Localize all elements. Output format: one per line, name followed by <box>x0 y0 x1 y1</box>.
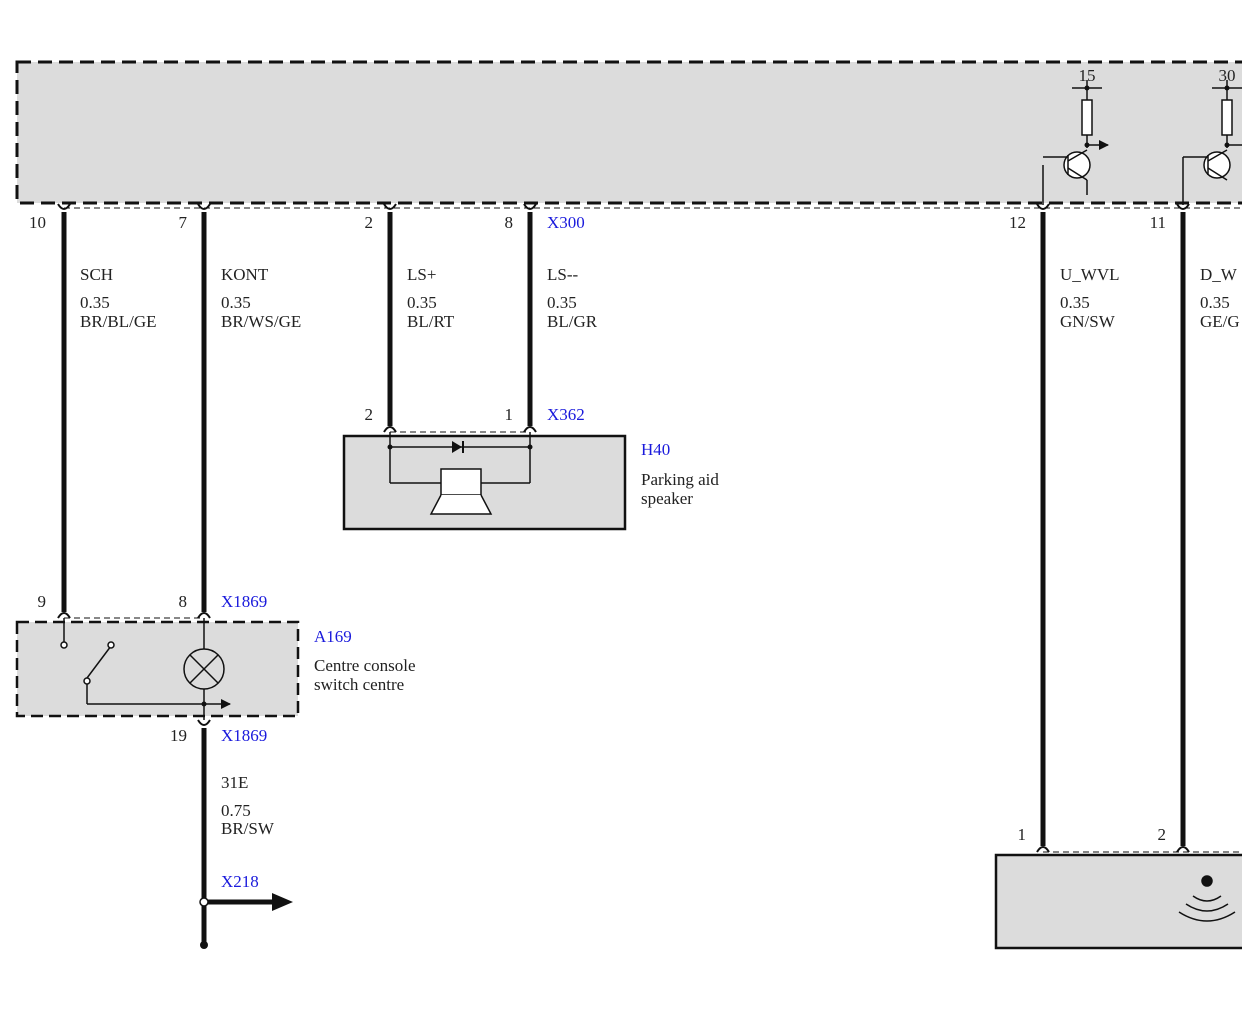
connector-x362: X362 <box>547 405 585 424</box>
svg-text:0.35: 0.35 <box>221 293 251 312</box>
speaker-pin-1: 1 <box>505 405 514 424</box>
pin-8: 8 <box>505 213 514 232</box>
wire-label-d-wvl: D_W 0.35 GE/G <box>1200 265 1240 331</box>
sensor-pin-1: 1 <box>1018 825 1027 844</box>
svg-text:KONT: KONT <box>221 265 269 284</box>
sensor-pin-2: 2 <box>1158 825 1167 844</box>
connector-hooks <box>57 203 1190 853</box>
junction-dot <box>1084 85 1090 91</box>
sensor-box <box>994 851 1242 950</box>
terminal-30-label: 30 <box>1219 66 1236 85</box>
wires <box>61 212 1186 945</box>
control-module <box>15 60 1242 209</box>
svg-text:0.35: 0.35 <box>547 293 577 312</box>
svg-text:31E: 31E <box>221 773 248 792</box>
svg-text:LS--: LS-- <box>547 265 579 284</box>
svg-text:LS+: LS+ <box>407 265 436 284</box>
switch-name-2: switch centre <box>314 675 404 694</box>
speaker-pin-2: 2 <box>365 405 374 424</box>
svg-text:GE/G: GE/G <box>1200 312 1240 331</box>
svg-text:BR/SW: BR/SW <box>221 819 275 838</box>
wire-label-ls-minus: LS-- 0.35 BL/GR <box>547 265 598 331</box>
svg-text:BR/BL/GE: BR/BL/GE <box>80 312 157 331</box>
switch-pin-9: 9 <box>38 592 47 611</box>
junction-dot <box>1224 85 1230 91</box>
svg-text:U_WVL: U_WVL <box>1060 265 1119 284</box>
pin-11: 11 <box>1150 213 1166 232</box>
svg-text:0.35: 0.35 <box>407 293 437 312</box>
svg-text:BL/GR: BL/GR <box>547 312 598 331</box>
speaker-name-1: Parking aid <box>641 470 719 489</box>
connector-x1869-bottom: X1869 <box>221 726 267 745</box>
ultrasonic-icon <box>1178 875 1236 922</box>
switch-pin-19: 19 <box>170 726 187 745</box>
pin-7: 7 <box>179 213 188 232</box>
svg-text:0.35: 0.35 <box>80 293 110 312</box>
connector-x1869-top: X1869 <box>221 592 267 611</box>
pin-12: 12 <box>1009 213 1026 232</box>
svg-text:0.35: 0.35 <box>1060 293 1090 312</box>
svg-text:0.35: 0.35 <box>1200 293 1230 312</box>
wire-label-sch: SCH 0.35 BR/BL/GE <box>80 265 157 331</box>
diode-icon <box>452 441 464 453</box>
junction-dot <box>1084 142 1090 148</box>
wire-label-ls-plus: LS+ 0.35 BL/RT <box>407 265 455 331</box>
svg-text:0.75: 0.75 <box>221 801 251 820</box>
terminal-15-label: 15 <box>1079 66 1096 85</box>
svg-text:GN/SW: GN/SW <box>1060 312 1116 331</box>
svg-text:SCH: SCH <box>80 265 113 284</box>
switch-pin-8: 8 <box>179 592 188 611</box>
wire-label-kont: KONT 0.35 BR/WS/GE <box>221 265 301 331</box>
pin-2: 2 <box>365 213 374 232</box>
pin-10: 10 <box>29 213 46 232</box>
wire-label-31e: 31E 0.75 BR/SW <box>221 773 275 838</box>
lamp-icon <box>183 648 225 690</box>
speaker-id: H40 <box>641 440 670 459</box>
svg-text:D_W: D_W <box>1200 265 1238 284</box>
ground-arrow <box>199 893 293 949</box>
svg-text:BR/WS/GE: BR/WS/GE <box>221 312 301 331</box>
junction-dot <box>1224 142 1230 148</box>
connector-x218: X218 <box>221 872 259 891</box>
connector-x300: X300 <box>547 213 585 232</box>
speaker-name-2: speaker <box>641 489 693 508</box>
switch-centre-box <box>15 617 300 720</box>
speaker-box <box>342 431 627 531</box>
wire-label-u-wvl: U_WVL 0.35 GN/SW <box>1060 265 1119 331</box>
switch-id: A169 <box>314 627 352 646</box>
svg-text:BL/RT: BL/RT <box>407 312 455 331</box>
transistor-symbol-15 <box>1042 80 1109 205</box>
switch-name-1: Centre console <box>314 656 416 675</box>
